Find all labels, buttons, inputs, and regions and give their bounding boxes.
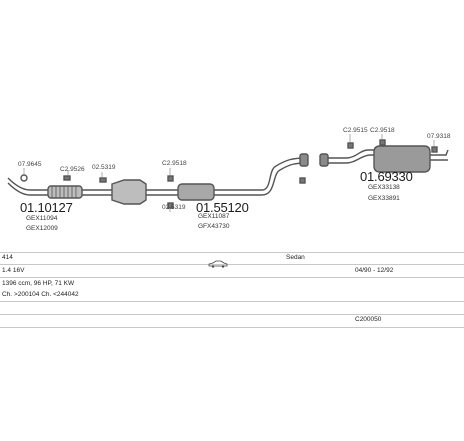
clamp-4	[379, 139, 386, 146]
over-axle-pipe	[261, 157, 307, 191]
clamp-1	[63, 175, 71, 181]
table-rule	[0, 301, 464, 302]
date-range: 04/90 - 12/92	[355, 267, 394, 274]
centre-silencer	[177, 183, 215, 201]
vehicle-model: 414	[2, 254, 13, 261]
engine-specs: 1396 ccm, 96 HP, 71 KW	[2, 280, 75, 287]
ref-label: 07.9645	[18, 161, 42, 168]
ref-label: C2.9515	[343, 127, 368, 134]
system-code: C200050	[355, 316, 382, 323]
table-rule	[0, 314, 464, 315]
sedan-car-icon	[208, 255, 228, 268]
hanger-4	[299, 177, 306, 184]
front-flex-pipe	[47, 185, 83, 199]
exhaust-system-diagram	[7, 134, 449, 212]
clamp-2	[99, 177, 107, 183]
oem-code: GFX43730	[198, 223, 230, 230]
oem-code: GEX11087	[198, 213, 230, 220]
chassis-range: Ch. >200104 Ch. <244042	[2, 291, 79, 298]
gasket-front	[20, 174, 28, 182]
oem-code: GEX11094	[26, 215, 58, 222]
body-type: Sedan	[286, 254, 305, 261]
ref-label: 07.9318	[427, 133, 451, 140]
oem-code: GEX33891	[368, 195, 400, 202]
table-rule	[0, 252, 464, 253]
hanger-2	[167, 202, 174, 209]
ref-label: 02.5319	[92, 164, 116, 171]
table-rule	[0, 327, 464, 328]
catalytic-converter	[111, 179, 147, 205]
front-downpipe	[7, 177, 48, 191]
ref-label: C2.9518	[370, 127, 395, 134]
engine: 1.4 16V	[2, 267, 25, 274]
part-number-rear: 01.69330	[360, 169, 413, 184]
clamp-3	[347, 142, 354, 149]
table-rule	[0, 277, 464, 278]
part-number-front: 01.10127	[20, 200, 73, 215]
ref-label: 02.5319	[162, 204, 186, 211]
part-number-middle: 01.55120	[196, 200, 249, 215]
hanger-1	[167, 175, 174, 182]
rear-silencer	[373, 145, 431, 173]
hanger-3	[431, 146, 438, 153]
oem-code: GEX33138	[368, 184, 400, 191]
ref-label: C2.9518	[162, 160, 187, 167]
oem-code: GEX12009	[26, 225, 58, 232]
ref-label: C2.9526	[60, 166, 85, 173]
table-rule	[0, 264, 464, 265]
